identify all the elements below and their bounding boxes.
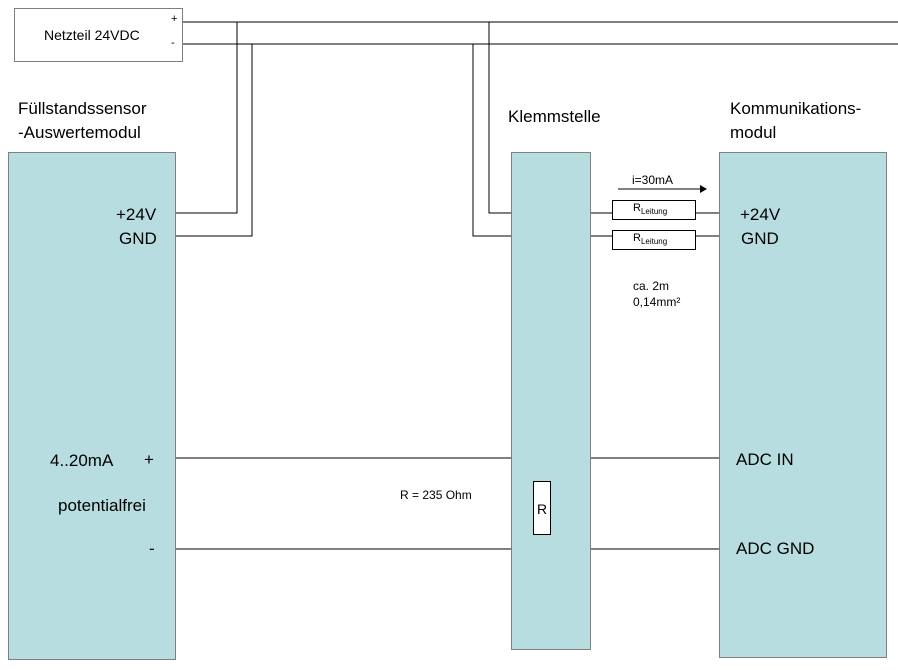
sensor-pin-24v: +24V: [116, 205, 157, 224]
current-label: i=30mA: [632, 173, 674, 187]
wire-sensor-24v: [175, 22, 238, 214]
comm-pin-24v: +24V: [740, 205, 781, 224]
sensor-isolation-label: potentialfrei: [58, 496, 146, 515]
resistor-value-label: R = 235 Ohm: [400, 488, 472, 502]
line-resistor-24v: RLeitung: [612, 200, 696, 220]
sensor-module-title-1: Füllstandssensor: [18, 99, 147, 118]
terminal-block-title: Klemmstelle: [508, 107, 601, 126]
comm-pin-gnd: GND: [741, 229, 779, 248]
comm-module-title-1: Kommunikations-: [730, 99, 862, 118]
terminal-resistor-label: R: [537, 501, 548, 517]
line-resistor-gnd: RLeitung: [612, 230, 696, 250]
line-resistor-sub: Leitung: [640, 207, 668, 216]
comm-adc-in: ADC IN: [736, 450, 794, 469]
power-supply-plus: +: [171, 13, 178, 25]
line-resistor-sub: Leitung: [640, 237, 668, 246]
line-resistor-main: R: [633, 202, 641, 214]
line-resistor-main: R: [633, 232, 641, 244]
terminal-resistor: [533, 481, 551, 535]
comm-module: [719, 152, 887, 658]
terminal-block: [511, 152, 591, 650]
power-supply: [14, 8, 183, 62]
comm-adc-gnd: ADC GND: [736, 539, 815, 558]
comm-module-title-2: modul: [730, 123, 777, 142]
wire-sensor-gnd: [175, 44, 253, 237]
sensor-pin-gnd: GND: [119, 229, 157, 248]
cable-length-label: ca. 2m: [633, 279, 670, 293]
sensor-signal-plus: +: [144, 450, 154, 469]
power-supply-label: Netzteil 24VDC: [44, 27, 140, 43]
sensor-module: [8, 152, 176, 660]
sensor-signal-label: 4..20mA: [50, 451, 114, 470]
sensor-module-title-2: -Auswertemodul: [18, 123, 141, 142]
sensor-signal-minus: -: [149, 539, 155, 558]
cable-cross-section-label: 0,14mm²: [633, 295, 681, 309]
power-supply-minus: -: [171, 37, 175, 49]
